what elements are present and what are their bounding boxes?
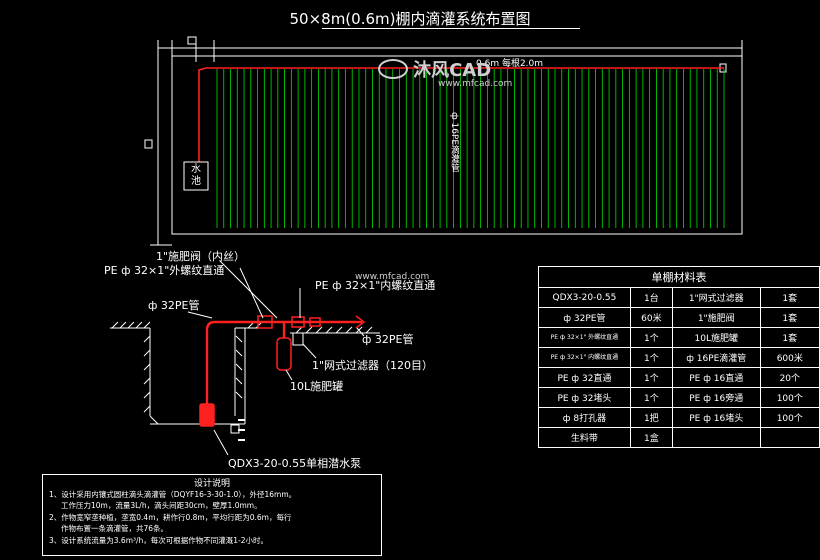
- watermark-url: www.mfcad.com: [438, 79, 513, 89]
- leader-pump: [213, 429, 229, 456]
- pump-symbol: [199, 403, 215, 427]
- design-note-line: 2、作物宽窄垄种植，垄宽0.4m，耕作行0.8m，平均行距为0.6m，每行: [49, 513, 292, 522]
- well-section: [110, 321, 380, 441]
- dim-marker-top: [187, 36, 197, 45]
- materials-table-title: 单棚材料表: [538, 266, 820, 288]
- ground-hatching: [111, 321, 373, 413]
- main-pipe-label: ф 16PE滴灌管: [449, 112, 459, 173]
- materials-table-cell: 100个: [759, 407, 820, 428]
- materials-table-cell: 1套: [759, 307, 820, 328]
- materials-table-cell: 1盒: [629, 427, 673, 448]
- materials-table-cell: 600米: [759, 347, 820, 368]
- materials-table-cell: 60米: [629, 307, 673, 328]
- materials-table-cell: 1套: [759, 287, 820, 308]
- design-note-line: 1、设计采用内镶式圆柱滴头滴灌管（DQYF16-3-30-1.0），外径16mm…: [49, 490, 297, 499]
- greenhouse-outline: [171, 55, 743, 235]
- materials-table-cell: PE ф 16堵头: [671, 407, 761, 428]
- materials-table-cell: 20个: [759, 367, 820, 388]
- main-supply-pipe: [198, 67, 724, 162]
- materials-table-cell: PE ф 16直通: [671, 367, 761, 388]
- watermark-logo-icon: [378, 59, 408, 79]
- materials-table-cell: PE ф 32堵头: [538, 387, 631, 408]
- greenhouse-plan: [144, 36, 743, 246]
- leader-valve: [219, 260, 278, 319]
- water-tank: [183, 161, 209, 191]
- fertilizer-valve-symbol: [257, 315, 273, 329]
- riser-pipe: [205, 320, 355, 405]
- materials-table-cell: 1个: [629, 327, 673, 348]
- materials-table-cell: PE ф 16旁通: [671, 387, 761, 408]
- filter-symbol: [309, 317, 321, 327]
- materials-table-cell: QDX3-20-0.55: [538, 287, 631, 308]
- well-bottom-left: [149, 415, 159, 425]
- materials-table-cell: ф 32PE管: [538, 307, 631, 328]
- materials-table-cell: PE ф 32×1" 外螺纹直通: [538, 327, 631, 348]
- materials-table-cell: 1个: [629, 347, 673, 368]
- design-note-line: 作物布置一条滴灌管，共76条。: [61, 524, 169, 533]
- label-screen-filter: 1"网式过滤器（120目）: [312, 359, 434, 372]
- drawing-title: 50×8m(0.6m)棚内滴灌系统布置图: [289, 10, 531, 28]
- design-note-line: 3、设计系统流量为3.6m³/h，每次可根据作物不同灌溉1-2小时。: [49, 536, 269, 545]
- pipe-end-arrow: [355, 315, 366, 329]
- pump-base: [230, 424, 240, 434]
- side-pipe: [205, 320, 362, 405]
- coupling-symbol: [291, 316, 305, 328]
- drip-lines: [216, 69, 725, 228]
- leader-outer-coupling: [239, 267, 264, 319]
- materials-table-cell: 1"施肥阀: [671, 307, 761, 328]
- watermark: 沐风CAD: [378, 56, 491, 82]
- materials-table-cell: ф 8打孔器: [538, 407, 631, 428]
- leader-tank: [285, 369, 293, 381]
- title-underline: [322, 28, 580, 29]
- leader-pipe-left: [187, 311, 213, 319]
- materials-table-cell: 1个: [629, 367, 673, 388]
- spacing-dimension-label: 0.6m 每根2.0m: [476, 59, 544, 69]
- label-pump: QDX3-20-0.55单相潜水泵: [228, 457, 362, 470]
- design-note-line: 工作压力10m，流量3L/h，滴头间距30cm，壁厚1.0mm。: [61, 501, 262, 510]
- label-fertilizer-tank: 10L施肥罐: [290, 380, 344, 393]
- label-pe-pipe-right: ф 32PE管: [362, 333, 414, 346]
- materials-table-cell: 10L施肥罐: [671, 327, 761, 348]
- materials-table-cell: [759, 427, 820, 448]
- watermark-url-2: www.mfcad.com: [355, 272, 430, 282]
- label-outer-thread-coupling: PE ф 32×1"外螺纹直通: [104, 264, 225, 277]
- watermark-brand: 沐风CAD: [413, 60, 492, 81]
- label-inner-thread-coupling: PE ф 32×1"内螺纹直通: [315, 279, 436, 292]
- main-pipe-plan: [198, 67, 724, 162]
- label-pe-pipe-left: ф 32PE管: [148, 299, 200, 312]
- materials-table-cell: ф 16PE滴灌管: [671, 347, 761, 368]
- fertilizer-tank-symbol: [276, 337, 292, 371]
- materials-table-cell: 100个: [759, 387, 820, 408]
- materials-table-cell: 1台: [629, 287, 673, 308]
- materials-table-cell: 1套: [759, 327, 820, 348]
- materials-table-cell: PE ф 32×1" 内螺纹直通: [538, 347, 631, 368]
- water-tank-label: 水池: [191, 164, 201, 187]
- materials-table-cell: 生料带: [538, 427, 631, 448]
- label-fertilizer-valve: 1"施肥阀（内丝）: [156, 250, 246, 263]
- leader-filter: [302, 343, 317, 359]
- dim-marker-left: [144, 139, 153, 149]
- design-notes-title: 设计说明: [193, 479, 230, 489]
- materials-table-cell: 1把: [629, 407, 673, 428]
- leader-pipe-right: [356, 327, 365, 337]
- materials-table-cell: 1个: [629, 387, 673, 408]
- design-notes: 设计说明 1、设计采用内镶式圆柱滴头滴灌管（DQYF16-3-30-1.0），外…: [42, 474, 382, 556]
- materials-table-cell: PE ф 32直通: [538, 367, 631, 388]
- materials-table-cell: 1"网式过滤器: [671, 287, 761, 308]
- materials-table-cell: [671, 427, 761, 448]
- filter-body: [292, 332, 304, 346]
